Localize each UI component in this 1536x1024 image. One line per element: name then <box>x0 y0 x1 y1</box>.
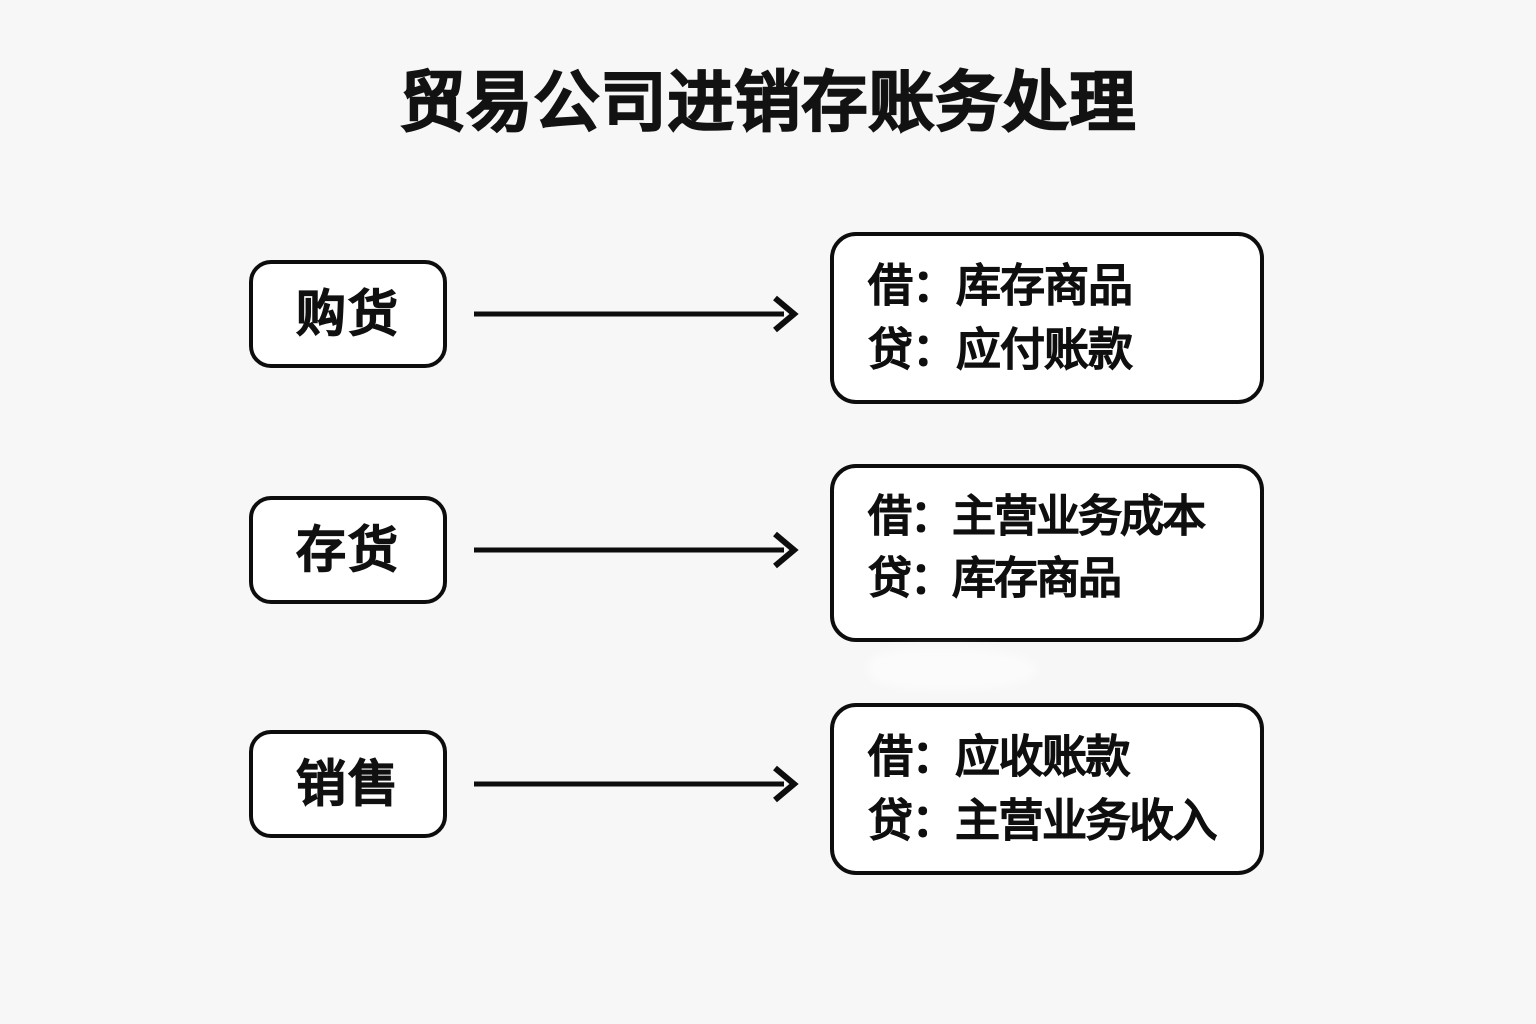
arrow-right-icon <box>472 528 804 572</box>
flow-row: 存货 借：主营业务成本 贷：库存商品 <box>0 456 1536 656</box>
stage-box-sales[interactable]: 销售 <box>249 730 447 838</box>
entry-credit-line: 贷：应付账款 <box>868 322 1134 376</box>
stage-label: 销售 <box>296 755 400 813</box>
stage-label: 存货 <box>296 521 400 579</box>
flow-row: 销售 借：应收账款 贷：主营业务收入 <box>0 690 1536 890</box>
entry-box-inventory[interactable]: 借：主营业务成本 贷：库存商品 <box>830 464 1264 642</box>
entry-credit-line: 贷：主营业务收入 <box>868 793 1218 847</box>
entry-debit-line: 借：主营业务成本 <box>868 491 1207 543</box>
entry-debit-line: 借：库存商品 <box>868 259 1134 312</box>
entry-debit-line: 借：应收账款 <box>868 730 1131 783</box>
stage-box-inventory[interactable]: 存货 <box>249 496 447 604</box>
arrow-right-icon <box>472 292 804 336</box>
page-title: 贸易公司进销存账务处理 <box>399 63 1137 141</box>
entry-box-purchase[interactable]: 借：库存商品 贷：应付账款 <box>830 232 1264 404</box>
entry-credit-line: 贷：库存商品 <box>868 553 1123 605</box>
arrow-right-icon <box>472 762 804 806</box>
stage-box-purchase[interactable]: 购货 <box>249 260 447 368</box>
flow-row: 购货 借：库存商品 贷：应付账款 <box>0 220 1536 420</box>
stage-label: 购货 <box>296 285 400 343</box>
entry-box-sales[interactable]: 借：应收账款 贷：主营业务收入 <box>830 703 1264 875</box>
